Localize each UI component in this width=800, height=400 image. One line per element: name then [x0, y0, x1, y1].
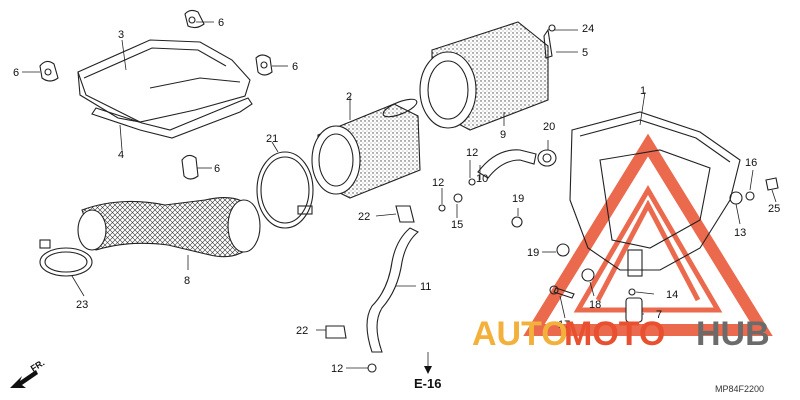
part-air-cleaner-case — [569, 111, 741, 277]
callout-numbers: 1 2 3 4 5 6 6 6 6 7 8 9 10 11 12 12 12 1… — [13, 17, 780, 375]
part-tube-7 — [625, 297, 643, 323]
watermark-part-b: MOTO — [564, 315, 665, 353]
callout-22b: 22 — [296, 325, 308, 337]
part-air-filter-element — [311, 98, 421, 199]
callout-23: 23 — [76, 299, 88, 311]
part-hardware — [325, 24, 779, 373]
callout-21: 21 — [266, 133, 278, 145]
part-grommet-20 — [537, 149, 557, 167]
watermark-part-c: HUB — [696, 315, 770, 353]
callout-3: 3 — [118, 29, 124, 41]
callout-19b: 19 — [527, 247, 539, 259]
direction-label: FR. — [29, 358, 47, 374]
part-upper-duct-cover — [77, 39, 251, 123]
figure-code: MP84F2200 — [715, 384, 764, 394]
part-intake-tube — [77, 197, 261, 258]
part-clip-6b — [39, 60, 59, 82]
callout-17: 17 — [558, 319, 570, 331]
callout-1: 1 — [640, 85, 646, 97]
part-clip-6d — [181, 154, 199, 180]
callout-6d: 6 — [214, 163, 220, 175]
part-band-clamp — [256, 151, 314, 229]
part-breather-hose — [477, 149, 537, 179]
part-hose-clamp — [39, 239, 93, 277]
callout-16: 16 — [745, 157, 757, 169]
callout-8: 8 — [184, 275, 190, 287]
callout-5: 5 — [582, 47, 588, 59]
watermark-logo — [523, 133, 773, 336]
front-arrow-icon — [10, 370, 38, 388]
callout-24: 24 — [582, 23, 594, 35]
callout-19a: 19 — [512, 193, 524, 205]
callout-9: 9 — [500, 129, 506, 141]
callout-20: 20 — [543, 121, 555, 133]
part-filter-cover — [419, 21, 549, 131]
callout-2: 2 — [346, 91, 352, 103]
reference-e16: E-16 — [414, 366, 441, 391]
reference-arrow-icon — [424, 366, 432, 374]
callout-12a: 12 — [466, 147, 478, 159]
watermark-text: AUTO MOTO HUB — [472, 315, 770, 353]
callout-12b: 12 — [432, 177, 444, 189]
direction-indicator: FR. — [10, 358, 46, 388]
callout-6b: 6 — [13, 67, 19, 79]
part-clip-6a — [184, 9, 205, 29]
callout-18: 18 — [589, 299, 601, 311]
callout-25: 25 — [768, 203, 780, 215]
callout-15: 15 — [451, 219, 463, 231]
part-drain-hose — [366, 227, 419, 353]
callout-7: 7 — [656, 309, 662, 321]
callout-4: 4 — [118, 149, 124, 161]
callout-6a: 6 — [218, 17, 224, 29]
watermark-part-a: AUTO — [472, 315, 568, 353]
callout-14: 14 — [666, 289, 678, 301]
leader-lines — [22, 21, 777, 372]
callout-6c: 6 — [292, 61, 298, 73]
reference-label: E-16 — [414, 376, 441, 391]
part-clip-6c — [255, 54, 273, 76]
callout-10: 10 — [476, 173, 488, 185]
callout-22a: 22 — [358, 211, 370, 223]
callout-12c: 12 — [331, 363, 343, 375]
callout-13: 13 — [734, 227, 746, 239]
callout-11: 11 — [420, 281, 431, 293]
part-gasket — [91, 97, 253, 139]
